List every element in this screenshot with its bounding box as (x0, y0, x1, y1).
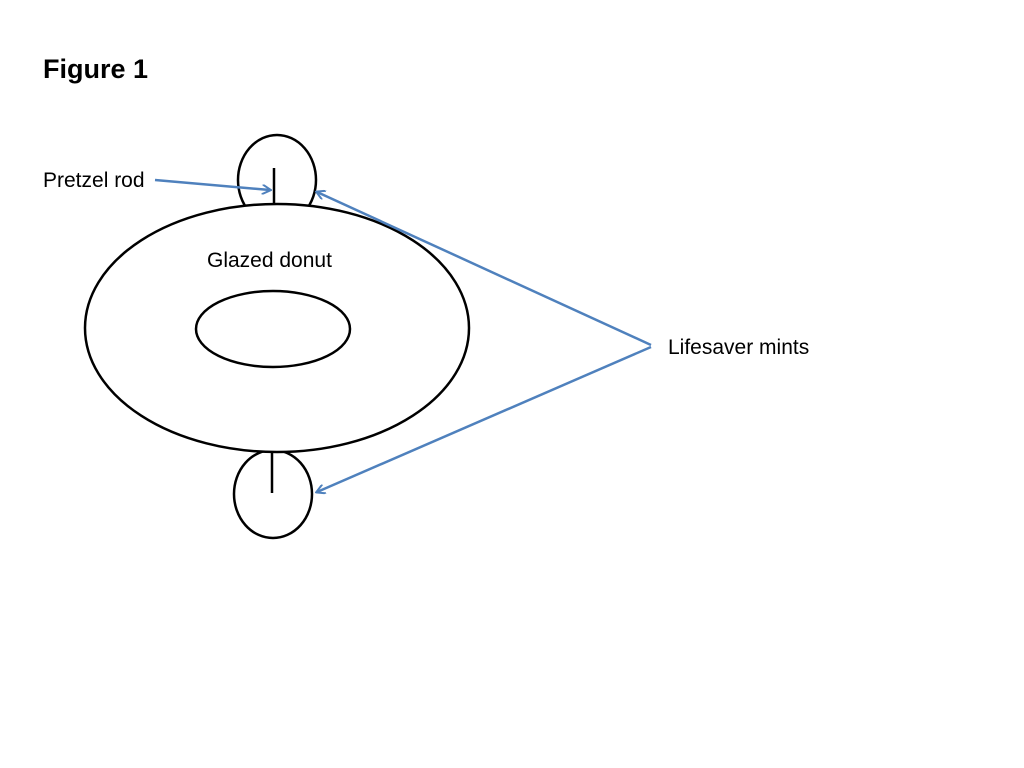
lifesaver-arrow-top (317, 192, 652, 347)
glazed-donut-label: Glazed donut (207, 249, 332, 272)
donut-hole (194, 289, 352, 369)
lifesaver-arrow-bottom (317, 345, 652, 492)
pretzel-rod-arrow (154, 178, 270, 190)
figure-title: Figure 1 (43, 54, 149, 84)
lifesaver-mints-label: Lifesaver mints (668, 336, 809, 359)
pretzel-rod-label: Pretzel rod (43, 169, 145, 192)
